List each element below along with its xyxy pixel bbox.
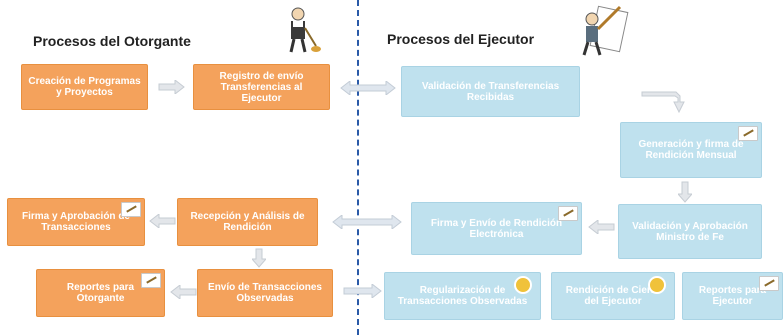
column-divider [357, 0, 359, 335]
box-validacion-transferencia-label: Validación de Transferencias Recibidas [421, 80, 560, 103]
arrow-icon [343, 284, 382, 298]
document-icon [738, 126, 758, 141]
box-creacion: Creación de Programas y Proyectos [21, 64, 148, 110]
box-validacion-ministro: Validación y Aprobación Ministro de Fe [618, 204, 762, 259]
arrow-icon [340, 81, 396, 95]
document-icon [121, 202, 141, 217]
box-validacion-ministro-label: Validación y Aprobación Ministro de Fe [632, 220, 748, 243]
box-registro-label: Registro de envío Transferencias al Ejec… [219, 70, 304, 104]
worker-figure-icon [289, 7, 321, 53]
arrow-icon [252, 248, 266, 268]
arrow-icon [678, 181, 692, 203]
medal-icon [514, 276, 532, 294]
box-firma-envio: Firma y Envío de Rendición Electrónica [411, 202, 582, 255]
box-reportes-label: Reportes para Otorgante [66, 282, 135, 304]
box-firma-aprobacion: Firma y Aprobación de Transacciones [7, 198, 145, 246]
box-generacion-firma: Generación y firma de Rendición Mensual [620, 122, 762, 178]
box-firma-aprobacion-label: Firma y Aprobación de Transacciones [22, 211, 130, 233]
box-reportes-ejecutor-label: Reportes para Ejecutor [698, 285, 767, 307]
otorgante-title: Procesos del Otorgante [33, 33, 191, 49]
box-rendicion-cierre-label: Rendición de Cierre del Ejecutor [565, 285, 661, 307]
box-rendicion-cierre: Rendición de Cierre del Ejecutor [551, 272, 675, 320]
box-generacion-firma-label: Generación y firma de Rendición Mensual [638, 139, 744, 161]
scribe-figure-icon [582, 5, 629, 56]
document-icon [141, 273, 161, 288]
arrow-icon [149, 214, 176, 228]
ejecutor-title: Procesos del Ejecutor [387, 31, 535, 47]
box-regularizacion: Regularización de Transacciones Observad… [384, 272, 541, 320]
document-icon [759, 276, 779, 291]
box-creacion-label: Creación de Programas y Proyectos [28, 76, 141, 98]
arrow-icon [588, 220, 615, 234]
box-envio-observadas: Envío de Transacciones Observadas [197, 269, 333, 317]
arrow-icon [158, 80, 185, 94]
document-icon [558, 206, 578, 221]
medal-icon [648, 276, 666, 294]
box-validacion-transferencia: Validación de Transferencias Recibidas [401, 66, 580, 117]
box-reportes: Reportes para Otorgante [36, 269, 165, 317]
box-firma-envio-label: Firma y Envío de Rendición Electrónica [430, 217, 563, 240]
box-registro: Registro de envío Transferencias al Ejec… [193, 64, 330, 110]
arrow-icon [641, 91, 685, 114]
box-envio-observadas-label: Envío de Transacciones Observadas [208, 282, 322, 304]
arrow-icon [170, 285, 197, 299]
box-regularizacion-label: Regularización de Transacciones Observad… [397, 285, 528, 307]
box-reportes-ejecutor: Reportes para Ejecutor [682, 272, 783, 320]
arrow-icon [332, 215, 402, 229]
box-recepcion: Recepción y Análisis de Rendición [177, 198, 318, 246]
box-recepcion-label: Recepción y Análisis de Rendición [190, 211, 305, 233]
